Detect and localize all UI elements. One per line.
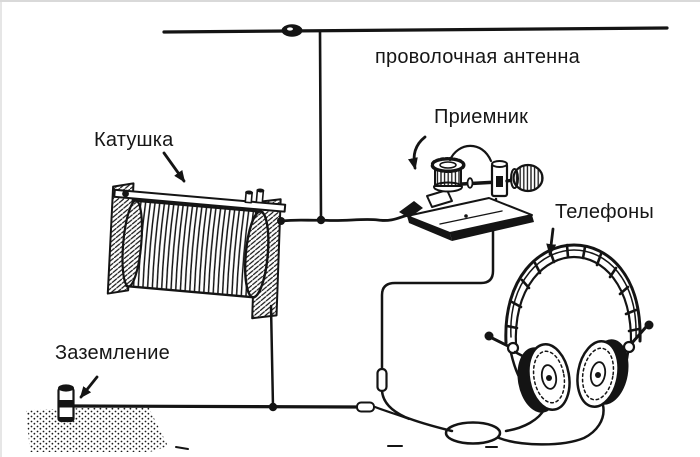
coil-arrow xyxy=(162,151,186,183)
receiver-arrow xyxy=(408,135,427,170)
label-arrows xyxy=(79,135,557,399)
headphones-arrow xyxy=(546,227,557,256)
receiver-left-clamp xyxy=(399,201,423,218)
receiver-label: Приемник xyxy=(434,106,528,128)
soil-stipple xyxy=(26,406,168,452)
headphones-drawing xyxy=(484,243,654,413)
cord-loop xyxy=(444,421,502,445)
ground-arrow xyxy=(79,375,99,399)
receiver-drawing xyxy=(399,144,544,241)
antenna-drop-wire xyxy=(318,29,323,222)
ground-stake xyxy=(57,384,75,423)
ground-junction-dot xyxy=(268,402,278,412)
ground-label: Заземление xyxy=(55,342,170,364)
coil-drawing xyxy=(106,182,287,320)
ground-wire xyxy=(73,404,361,409)
left-earpiece xyxy=(517,343,571,413)
cord-to-right-earpiece xyxy=(497,403,605,446)
headphone-cord xyxy=(380,389,454,433)
cord-ferrule xyxy=(376,367,388,393)
coil-to-ground-wire xyxy=(269,304,275,409)
ground-drawing xyxy=(26,384,498,452)
detector-arc-wire xyxy=(448,144,493,163)
antenna-junction-dot xyxy=(316,215,326,225)
ground-plug xyxy=(356,401,375,413)
detector-mount xyxy=(426,189,453,208)
antenna-wire xyxy=(162,24,669,222)
coil-to-receiver-wire xyxy=(280,213,410,223)
headphones-label: Телефоны xyxy=(555,201,654,223)
right-earpiece xyxy=(576,339,629,408)
receiver-down-wire xyxy=(380,197,498,372)
coil-label: Катушка xyxy=(94,129,174,151)
headband xyxy=(504,243,642,345)
antenna-label: проволочная антенна xyxy=(375,46,581,68)
antenna-insulator-bead xyxy=(281,24,303,37)
tuning-knob xyxy=(512,163,544,193)
